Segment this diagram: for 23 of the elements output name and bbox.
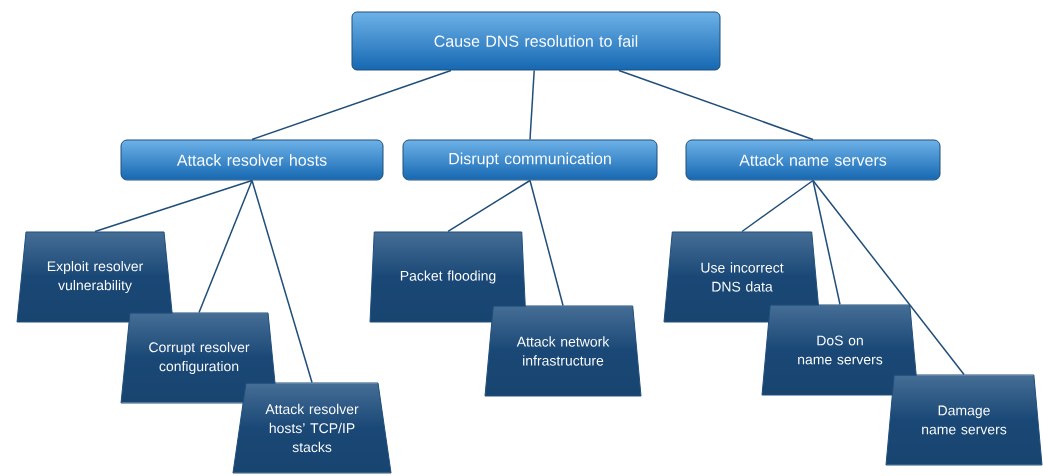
connector-line	[529, 69, 535, 141]
category-box: Attack name servers	[685, 139, 941, 181]
leaf-trapezoid: Attack network infrastructure	[484, 305, 642, 397]
connector-line	[741, 179, 814, 233]
category-box: Disrupt communication	[402, 139, 658, 181]
category-box: Attack resolver hosts	[120, 139, 384, 181]
leaf-trapezoid: Packet flooding	[369, 231, 527, 323]
connector-line	[812, 179, 965, 376]
connector-line	[198, 179, 253, 314]
connector-line	[251, 69, 452, 141]
leaf-trapezoid: DoS on name servers	[761, 304, 919, 396]
leaf-trapezoid: Damage name servers	[885, 374, 1043, 466]
connector-line	[447, 179, 531, 233]
connector-line	[618, 69, 814, 141]
connector-line	[529, 179, 564, 307]
connector-line	[251, 179, 313, 384]
leaf-trapezoid: Exploit resolver vulnerability	[16, 231, 174, 323]
leaf-trapezoid: Corrupt resolver configuration	[120, 312, 278, 404]
leaf-trapezoid: Attack resolver hosts’ TCP/IP stacks	[232, 382, 392, 474]
root-box: Cause DNS resolution to fail	[351, 11, 721, 71]
connector-line	[94, 179, 253, 233]
leaf-trapezoid: Use incorrect DNS data	[663, 231, 821, 323]
connector-line	[812, 179, 841, 306]
